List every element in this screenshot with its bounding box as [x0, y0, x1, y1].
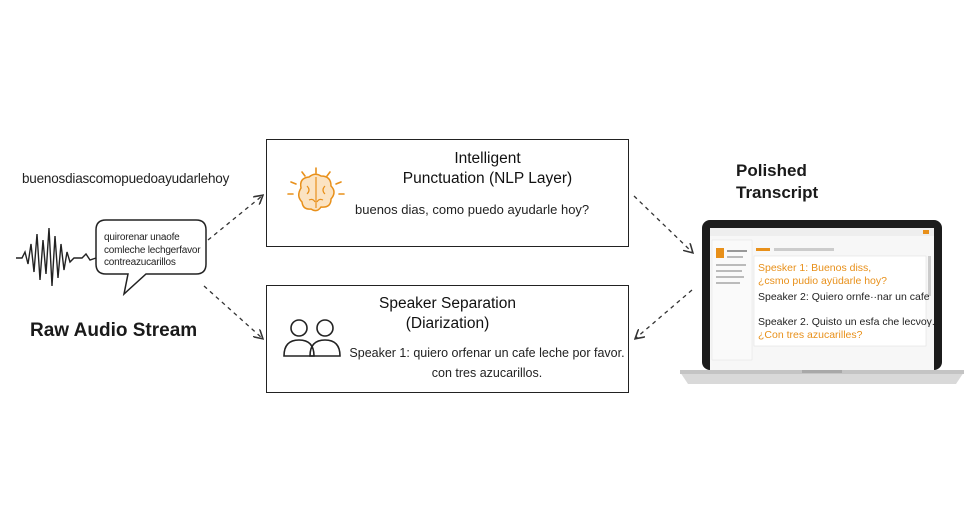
arrow-punctuation-to-transcript — [633, 195, 692, 252]
raw-audio-title: Raw Audio Stream — [30, 320, 198, 341]
waveform-and-bubble — [16, 219, 207, 297]
waveform-icon — [16, 227, 97, 287]
diarization-line: Speaker 1: quiero orfenar un cafe leche … — [349, 346, 625, 360]
transcript-line: Spesker 1: Buenos diss, — [758, 262, 872, 274]
punctuation-output: buenos dias, como puedo ayudarle hoy? — [355, 202, 590, 217]
people-icon — [283, 319, 341, 357]
laptop-icon — [680, 220, 964, 384]
arrow-raw-to-diarization — [203, 285, 262, 338]
bubble-line: quirorenar unaofe — [104, 232, 180, 243]
bubble-text: quirorenar unaofe comleche lechgerfavor … — [104, 232, 201, 270]
polished-title: Polished Transcript — [736, 161, 819, 202]
speech-bubble — [95, 219, 207, 297]
diarization-box: Speaker Separation (Diarization) Speaker… — [266, 285, 629, 393]
bubble-line: contreazucarillos — [104, 257, 176, 268]
punctuation-title: Intelligent Punctuation (NLP Layer) — [402, 150, 573, 187]
bubble-line: comleche lechgerfavor — [104, 244, 201, 256]
transcript-line: ¿csmo pudio ayüdarle hoy? — [758, 275, 887, 287]
diarization-title: Speaker Separation (Diarization) — [378, 295, 516, 332]
brain-icon — [287, 167, 345, 212]
transcript-line: Speaker 2. Quisto un esfa che lecνoγ. — [758, 316, 935, 328]
transcript-line: ¿Con tres azucarilles? — [758, 329, 863, 341]
diarization-output: Speaker 1: quiero orfenar un cafe leche … — [347, 343, 627, 383]
arrow-raw-to-punctuation — [207, 196, 262, 241]
diarization-line: con tres azucarillos. — [431, 366, 543, 380]
punctuation-box: Intelligent Punctuation (NLP Layer) buen… — [266, 139, 629, 247]
transcript-line: Speaker 2: Quiero ornfe··nar un cafe — [758, 291, 930, 303]
raw-stream-text: buenosdiascomopuedoayudarlehoy — [22, 171, 230, 186]
